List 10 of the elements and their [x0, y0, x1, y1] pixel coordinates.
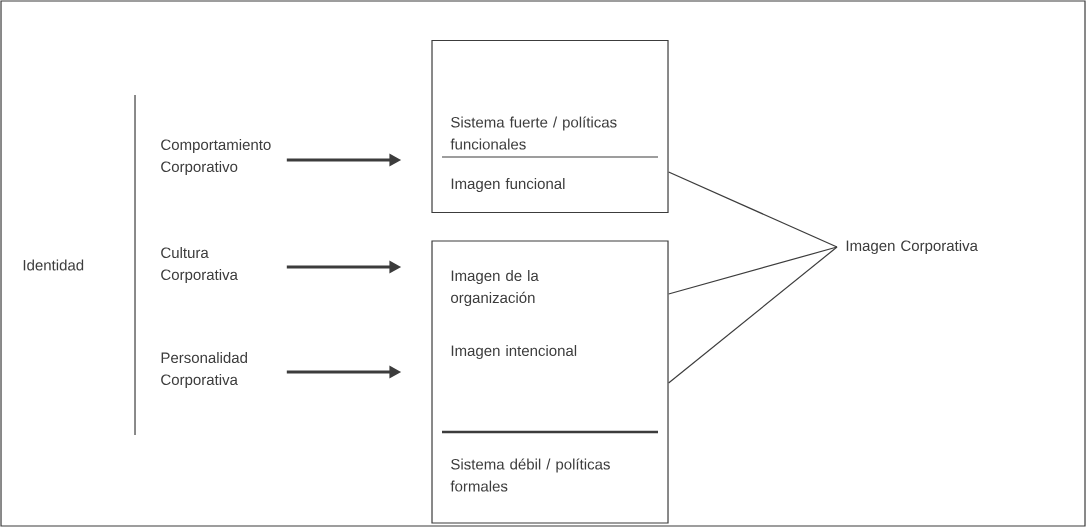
bracket-label: Identidad — [23, 259, 84, 271]
input-label: Cultura Corporativa — [161, 247, 238, 283]
text-box: Imagen de la organización Imagen intencional Sistema débil / políticas formales — [431, 240, 669, 524]
result-label: Imagen Corporativa — [846, 240, 978, 254]
connector-line — [668, 171, 838, 248]
connector-line — [668, 246, 838, 384]
text-box: Sistema fuerte / políticas funcionales Imagen funcional — [431, 39, 669, 214]
connector-line — [668, 246, 838, 295]
input-label: Comportamiento Corporativo — [161, 139, 271, 175]
input-label: Personalidad Corporativa — [161, 352, 247, 388]
